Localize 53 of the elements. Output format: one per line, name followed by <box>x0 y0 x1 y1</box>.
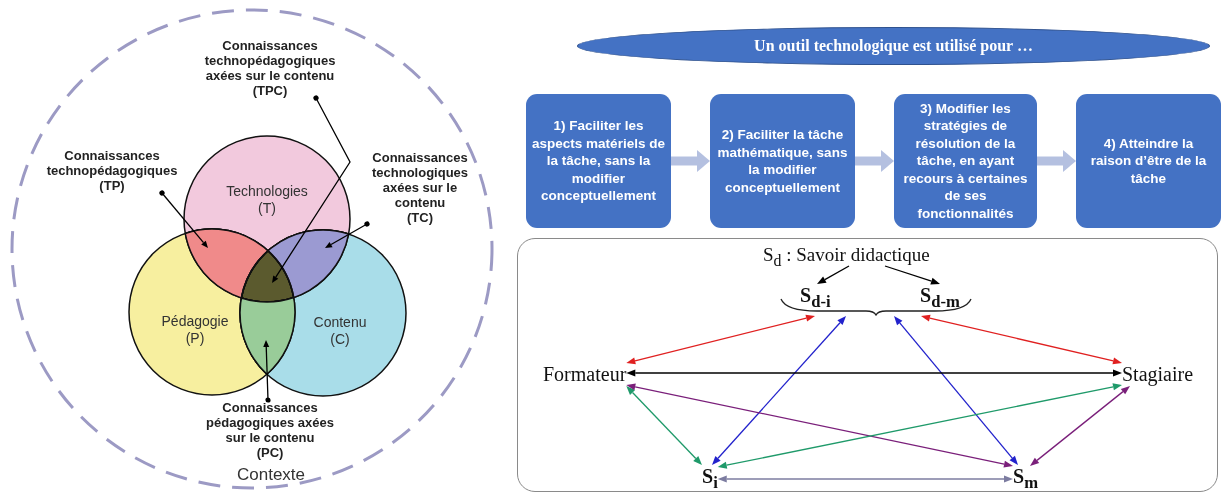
circle-label: Pédagogie <box>161 313 229 330</box>
step-box <box>526 94 671 228</box>
double-arrow <box>626 369 1122 377</box>
leader-line <box>159 190 208 248</box>
diagram-panel <box>517 238 1218 492</box>
overlap-region <box>239 250 296 375</box>
node-label: Stagiaire <box>1122 363 1194 386</box>
heading-text: Un outil technologique est utilisé pour … <box>754 37 1033 55</box>
step-box <box>710 94 855 228</box>
circle-label: Technologies <box>226 183 308 200</box>
chevron-arrow <box>1037 150 1076 172</box>
chevron-arrow <box>671 150 710 172</box>
leader-line <box>263 340 271 403</box>
step-text: 4) Atteindre la raison d’être de la tâche <box>1089 134 1208 188</box>
double-arrow <box>1030 386 1130 466</box>
double-arrow <box>717 383 1122 469</box>
callout-label: (TP) <box>98 178 126 193</box>
context-label: Contexte <box>237 466 305 483</box>
double-arrow <box>626 383 1013 468</box>
node-label: Formateur <box>543 363 627 386</box>
node-label: S$_{d}$ : Savoir didactique <box>763 243 930 272</box>
leader-line <box>272 95 351 283</box>
callout-label: Connaissances pédagogiques axées sur le contenu <box>205 400 335 445</box>
circle-label: (T) <box>258 200 276 217</box>
overlap-region <box>184 228 295 303</box>
node-label: S$_{d-m}$ <box>920 284 960 313</box>
double-arrow <box>626 386 702 465</box>
circle-label: (P) <box>185 330 205 347</box>
callout-label: (TPC) <box>251 83 289 98</box>
node-label: S$_{i}$ <box>702 465 718 494</box>
circle-label: Contenu <box>313 314 367 331</box>
callout-label: Connaissances technopédagogiques axées sur le contenu <box>203 38 337 83</box>
callout-label: (PC) <box>255 445 285 460</box>
step-text: 2) Faciliter la tâche mathématique, sans la modifier conceptuellement <box>716 126 849 196</box>
double-arrow <box>894 316 1018 465</box>
step-box <box>1076 94 1221 228</box>
callout-label: (TC) <box>406 210 434 225</box>
double-arrow <box>712 316 846 465</box>
step-box <box>894 94 1037 228</box>
arrow <box>884 265 940 285</box>
step-text: 3) Modifier les stratégies de résolution de la tâche, en ayant recours à certaines de ses fonctionnalités <box>902 99 1029 223</box>
double-arrow <box>717 475 1013 483</box>
node-label: S$_{m}$ <box>1013 465 1038 494</box>
arrow <box>817 265 850 284</box>
callout-label: Connaissances technopédagogiques <box>45 148 179 178</box>
callout-label: Connaissances technologiques axées sur le contenu <box>370 150 470 210</box>
step-text: 1) Faciliter les aspects matériels de la tâche, sans la modifier conceptuellement <box>532 117 665 205</box>
chevron-arrow <box>855 150 894 172</box>
node-label: S$_{d-i}$ <box>800 284 831 313</box>
circle-label: (C) <box>330 331 350 348</box>
double-arrow <box>626 314 815 365</box>
leader-line <box>325 221 370 248</box>
double-arrow <box>921 314 1122 365</box>
